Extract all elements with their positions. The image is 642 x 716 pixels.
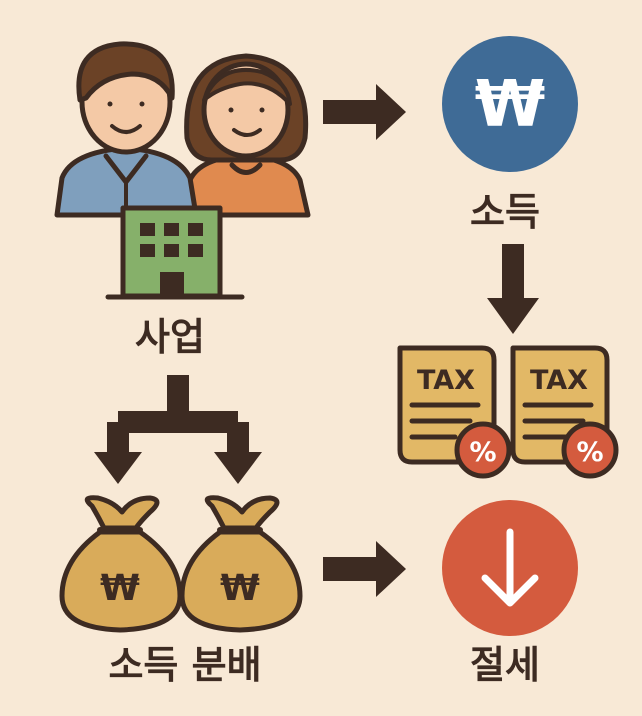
- tax-document-icon: TAX %: [397, 345, 512, 479]
- tax-doc-1-percent: %: [469, 437, 496, 468]
- tax-doc-2-title: TAX: [530, 365, 588, 396]
- man-figure: [54, 41, 199, 218]
- couple-icon: [54, 41, 311, 218]
- won-coin-icon: ₩: [442, 36, 578, 172]
- tax-saving-label: 절세: [470, 643, 540, 687]
- tax-document-icon: TAX %: [510, 345, 619, 479]
- split-arrow: [94, 375, 262, 484]
- income-splitting-label: 소득 분배: [108, 643, 262, 687]
- tax-doc-2-percent: %: [576, 437, 603, 468]
- arrow-down-right: [487, 244, 539, 334]
- down-arrow-icon: [442, 500, 578, 636]
- money-bag-icon: ₩: [179, 495, 303, 633]
- business-label: 사업: [135, 315, 205, 359]
- arrow-right-bottom: [323, 541, 406, 597]
- woman-figure: [182, 53, 311, 218]
- tax-doc-1-title: TAX: [417, 365, 475, 396]
- coin-won-symbol: ₩: [475, 68, 546, 142]
- money-bag-icon: ₩: [59, 495, 183, 633]
- bag-1-won-symbol: ₩: [100, 568, 140, 609]
- arrow-right-top: [323, 84, 406, 140]
- income-label: 소득: [470, 190, 540, 234]
- office-building-icon: [105, 205, 245, 300]
- bag-2-won-symbol: ₩: [220, 568, 260, 609]
